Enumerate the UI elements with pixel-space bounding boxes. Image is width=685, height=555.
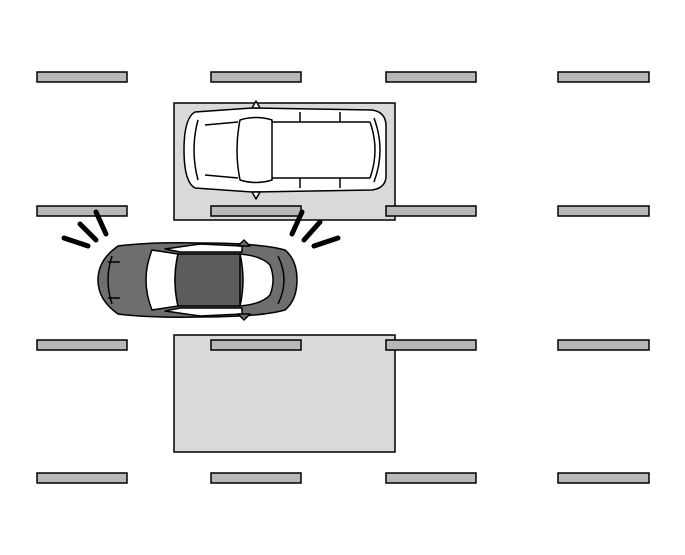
lane-marking [557,71,650,83]
lane-marking [385,71,477,83]
lane-marking [36,71,128,83]
lane-marking [557,205,650,217]
parked-suv-icon [183,100,387,200]
lane-marking [557,339,650,351]
lane-marking [210,71,302,83]
lane-marking [210,472,302,484]
moving-car-icon [97,239,298,321]
parking-space-lower [173,334,396,453]
lane-marking [36,472,128,484]
warning-lines-icon [61,209,109,249]
lane-marking [210,339,302,351]
lane-marking [385,472,477,484]
lane-marking [210,205,302,217]
warning-lines-icon [289,209,341,249]
lane-markings-row-3 [36,339,650,351]
lane-markings-row-4 [36,472,650,484]
lane-marking [36,205,128,217]
lane-marking [557,472,650,484]
lane-marking [385,339,477,351]
lane-marking [385,205,477,217]
lane-marking [36,339,128,351]
lane-markings-row-1 [36,71,650,83]
